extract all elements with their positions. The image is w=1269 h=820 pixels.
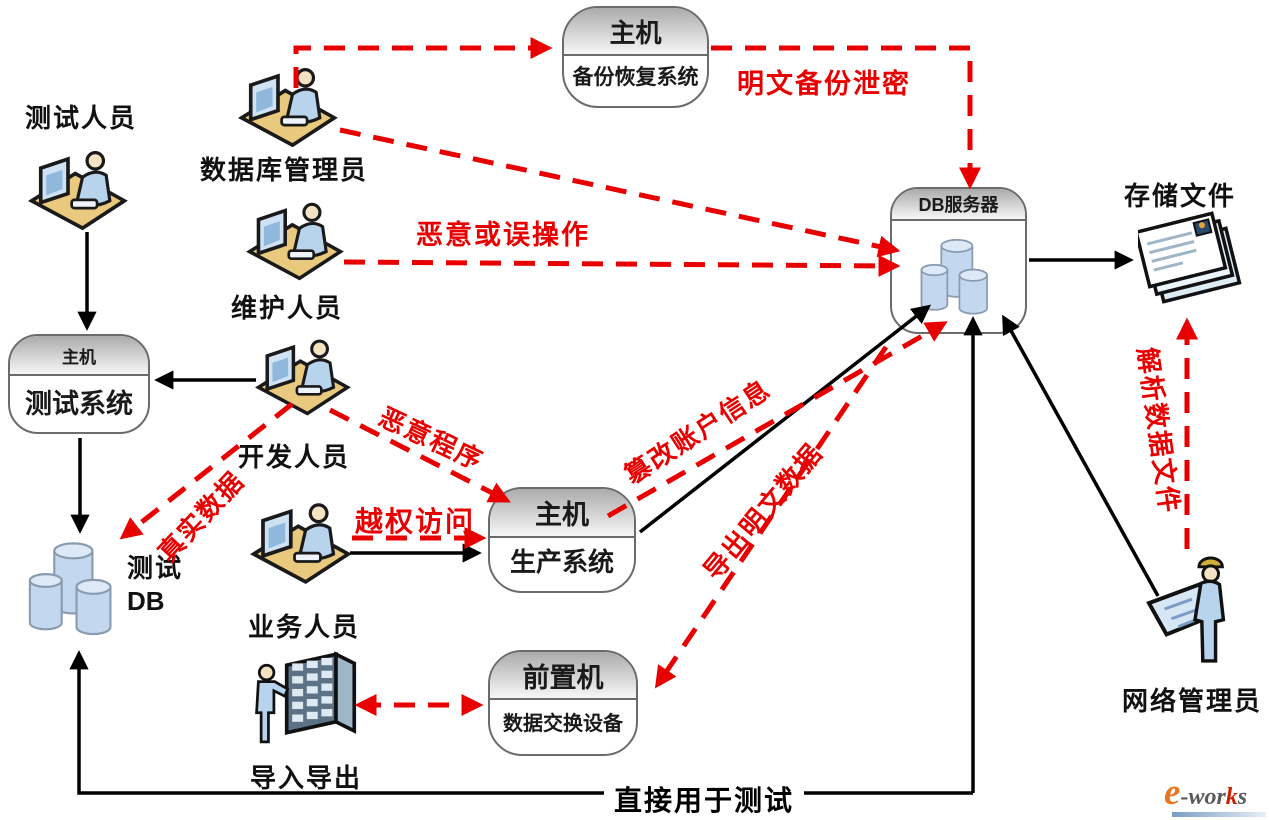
developer-icon <box>255 334 351 418</box>
import-export-label: 导入导出 <box>250 763 363 793</box>
import-export-icon <box>252 648 357 750</box>
node-backup-system: 主机 备份恢复系统 <box>562 6 709 108</box>
tester-icon <box>28 146 128 232</box>
node-db-server: DB服务器 <box>890 187 1027 334</box>
network-admin-icon <box>1145 550 1243 666</box>
storage-files-label: 存储文件 <box>1124 181 1237 211</box>
dba-icon <box>238 64 338 148</box>
node-front-machine-title: 前置机 <box>490 652 636 700</box>
eworks-logo-underline <box>1172 812 1266 817</box>
maintainer-icon <box>246 198 344 282</box>
node-backup-system-title: 主机 <box>564 8 707 56</box>
network-admin-label: 网络管理员 <box>1122 686 1263 716</box>
node-front-machine: 前置机 数据交换设备 <box>488 650 638 756</box>
node-test-system-title: 主机 <box>10 336 148 376</box>
db-server-cylinders-icon <box>918 232 1000 322</box>
test-db-icon <box>22 536 130 642</box>
eworks-logo-dash: - <box>1180 784 1189 810</box>
developer-label: 开发人员 <box>238 442 351 472</box>
storage-files-icon <box>1138 210 1243 305</box>
eworks-logo-s: s <box>1237 784 1248 810</box>
business-icon <box>250 497 352 587</box>
tester-label: 测试人员 <box>25 103 138 133</box>
test-db-label: 测试 DB <box>127 553 184 616</box>
node-test-system: 主机 测试系统 <box>8 334 150 434</box>
node-production-system-subtitle: 生产系统 <box>509 547 614 577</box>
node-production-system: 主机 生产系统 <box>488 487 636 593</box>
dba-label: 数据库管理员 <box>200 155 369 185</box>
maintainer-label: 维护人员 <box>231 293 344 323</box>
eworks-logo: e-works <box>1164 774 1266 817</box>
node-production-system-title: 主机 <box>490 489 634 538</box>
node-front-machine-subtitle: 数据交换设备 <box>503 713 623 735</box>
node-backup-system-subtitle: 备份恢复系统 <box>572 66 699 89</box>
eworks-logo-e: e <box>1164 772 1181 813</box>
node-db-server-title: DB服务器 <box>892 189 1025 221</box>
eworks-logo-wor: wor <box>1188 784 1226 810</box>
node-test-system-subtitle: 测试系统 <box>25 389 133 419</box>
business-label: 业务人员 <box>248 612 361 642</box>
eworks-logo-k: k <box>1225 784 1238 810</box>
